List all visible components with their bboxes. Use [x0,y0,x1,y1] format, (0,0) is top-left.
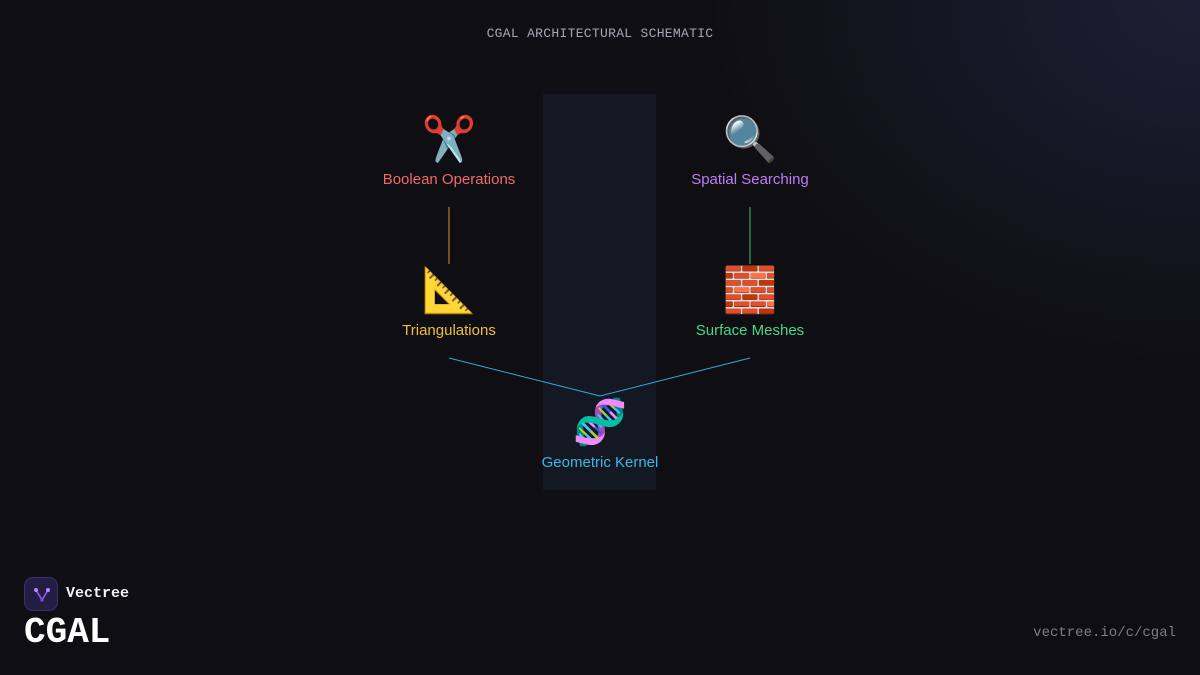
magnifier-icon: 🔍 [722,114,778,165]
node-triangulations[interactable]: 📐 Triangulations [329,265,569,340]
diagram-title: CGAL ARCHITECTURAL SCHEMATIC [486,26,714,41]
scissors-icon: ✂️ [421,114,477,165]
brick-icon: 🧱 [722,265,778,316]
node-label: Surface Meshes [695,322,805,339]
node-label: Geometric Kernel [541,454,659,471]
node-label: Triangulations [402,322,496,339]
node-spatial-searching[interactable]: 🔍 Spatial Searching [630,114,870,189]
node-label: Spatial Searching [691,171,809,188]
core-column [543,94,656,490]
edge-surface-to-kernel [599,357,751,397]
node-geometric-kernel[interactable]: 🧬 Geometric Kernel [480,397,720,472]
edge-triangulations-to-kernel [448,357,601,397]
node-label: Boolean Operations [382,171,516,188]
triangle-ruler-icon: 📐 [421,265,477,316]
dna-icon: 🧬 [572,397,628,448]
product-title: CGAL [24,612,111,653]
node-surface-meshes[interactable]: 🧱 Surface Meshes [630,265,870,340]
background-glow [600,0,1200,675]
brand-name: Vectree [66,585,130,602]
vectree-logo-icon[interactable] [24,577,58,611]
page-url-link[interactable]: vectree.io/c/cgal [1033,625,1176,641]
node-boolean-operations[interactable]: ✂️ Boolean Operations [329,114,569,189]
